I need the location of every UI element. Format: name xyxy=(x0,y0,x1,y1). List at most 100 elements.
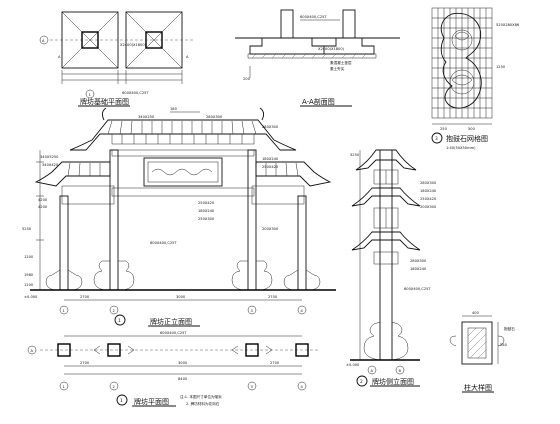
front-label-r1: 180X240 xyxy=(262,157,279,161)
section-column-2 xyxy=(342,9,356,39)
plan-note-2: 2. 牌坊材料为花岗石 xyxy=(186,401,220,406)
section-footing-1 xyxy=(249,38,325,55)
side-label-1: 180X240 xyxy=(420,189,437,193)
column-detail-title: 柱大样图 xyxy=(464,383,492,392)
drum-stone-2 xyxy=(93,260,111,291)
column-4 xyxy=(297,195,307,291)
plan-label: 600X400,C25T xyxy=(160,331,187,335)
section-aa: 600X400,C25T X2400(X1800) 素混凝土垫层 素土夯实 20… xyxy=(235,9,400,107)
plan-number: 1 xyxy=(120,398,123,404)
front-label-l7: 1200 xyxy=(24,283,34,287)
plan-dim-2: 3000 xyxy=(178,361,188,365)
plan-axis-3 xyxy=(247,381,257,391)
section-dim-base: X2400(X1800) xyxy=(318,47,345,51)
side-label-0: 280X300 xyxy=(420,181,437,185)
front-label-c6: 600X400,C25T xyxy=(150,241,177,245)
right-lintel xyxy=(251,185,305,205)
side-label-5: 180X240 xyxy=(410,267,427,271)
roof-tiles xyxy=(107,120,257,135)
axis-bubble-1 xyxy=(85,89,95,99)
plan-note-1: 注:1. 本图尺寸单位为毫米 xyxy=(180,394,222,399)
side-label-6: 600X400,C25T xyxy=(404,287,431,291)
front-label-l0: 340X5250 xyxy=(40,155,59,159)
plan-dim-1: 2700 xyxy=(80,361,90,365)
side-drum-left xyxy=(363,321,381,361)
section-note-1: 素混凝土垫层 xyxy=(330,60,352,65)
front-axis-4 xyxy=(297,305,307,315)
front-label-l2: 4200 xyxy=(38,198,48,202)
front-label-r3: 200X300 xyxy=(262,227,279,231)
side-number: 2 xyxy=(360,379,363,385)
plan-axis-2 xyxy=(109,381,119,391)
column-2 xyxy=(109,149,119,291)
front-axis-2-label: 2 xyxy=(113,309,115,313)
front-label-c0: 180 xyxy=(170,107,178,111)
front-axis-3 xyxy=(247,305,257,315)
side-label-4: 280X300 xyxy=(410,259,427,263)
plan-column-2 xyxy=(107,343,121,357)
section-column-1 xyxy=(280,9,294,39)
plan-axis-2-label: 2 xyxy=(113,385,115,389)
side-axis-b xyxy=(395,365,405,375)
section-mark-right: A xyxy=(186,55,189,59)
section-mark-left: A xyxy=(58,55,61,59)
stone-scale: 1:40(50X50mm) xyxy=(446,146,476,150)
side-roof-top xyxy=(355,149,417,171)
front-axis-1-label: 1 xyxy=(63,309,65,313)
section-dim-bottom: 200 xyxy=(243,77,251,81)
foundation-plan: X2400(X1800) 600X400,C25T A 1 A A 牌坊基础平面… xyxy=(39,11,195,107)
front-elevation-title: 牌坊正立面图 xyxy=(150,317,192,326)
drum-stone-outline xyxy=(440,12,482,109)
front-label-r0: 280X300 xyxy=(262,125,279,129)
front-dim-1: 2700 xyxy=(80,295,90,299)
section-note-2: 素土夯实 xyxy=(330,66,345,71)
left-lintel xyxy=(61,185,115,205)
column-dim-2: 280 xyxy=(500,343,508,347)
stone-detail-title: 抱鼓石网格图 xyxy=(446,134,488,143)
plan-column-1 xyxy=(57,343,71,357)
stone-grid-detail: 520X280X86 1250 250 500 3 抱鼓石网格图 1:40(50… xyxy=(431,7,520,150)
plan-axis-4 xyxy=(297,381,307,391)
column-detail: 400 280 抱鼓石 柱大样图 xyxy=(449,311,515,393)
axis-a-label: A xyxy=(42,39,45,43)
stone-dim-2: 500 xyxy=(468,127,476,131)
stone-side-label: 520X280X86 xyxy=(496,23,520,27)
right-side-roof xyxy=(255,161,332,187)
stone-number: 3 xyxy=(435,136,438,142)
plan-title: 牌坊平面图 xyxy=(134,397,169,406)
column-1 xyxy=(59,195,69,291)
side-level-zero: ±0.000 xyxy=(346,363,360,367)
plan-axis-a xyxy=(27,345,37,355)
front-label-c5: 250X300 xyxy=(198,217,215,221)
front-label-c4: 180X240 xyxy=(198,209,215,213)
plan-axis-4-label: 4 xyxy=(301,385,304,389)
front-label-l6: 1980 xyxy=(24,273,34,277)
front-elevation: 340X420 4200 4200 5250 1200 1980 1200 ±0… xyxy=(22,107,336,327)
column-3 xyxy=(247,149,257,291)
central-roof xyxy=(69,119,297,151)
detail-bubble-3 xyxy=(431,132,443,144)
side-label-2: 250X420 xyxy=(420,197,437,201)
left-side-roof xyxy=(34,161,111,187)
section-dim-top: 600X400,C25T xyxy=(300,15,327,19)
dim-base-text: X2400(X1800) xyxy=(120,43,147,47)
front-label-l4: 5250 xyxy=(22,227,32,231)
front-dim-2: 3000 xyxy=(176,295,186,299)
drum-stone-3 xyxy=(231,260,249,291)
front-dim-3: 2700 xyxy=(268,295,278,299)
side-axis-a-label: A xyxy=(371,369,374,373)
side-label-3: 200X300 xyxy=(420,205,437,209)
front-label-r2: 250X420 xyxy=(262,165,279,169)
side-roof-low xyxy=(351,231,421,251)
plan-dim-3: 2700 xyxy=(270,361,280,365)
side-elevation: 5250 ±0.000 280X300 180X240 250X420 200X… xyxy=(346,149,437,387)
front-number: 1 xyxy=(118,318,121,324)
side-drum-right xyxy=(391,321,409,361)
front-label-c1: 340X250 xyxy=(138,115,155,119)
section-footing-2 xyxy=(324,38,375,55)
column-note: 抱鼓石 xyxy=(504,326,515,331)
axis-1-label: 1 xyxy=(89,93,91,97)
plan-column-3 xyxy=(245,343,259,357)
